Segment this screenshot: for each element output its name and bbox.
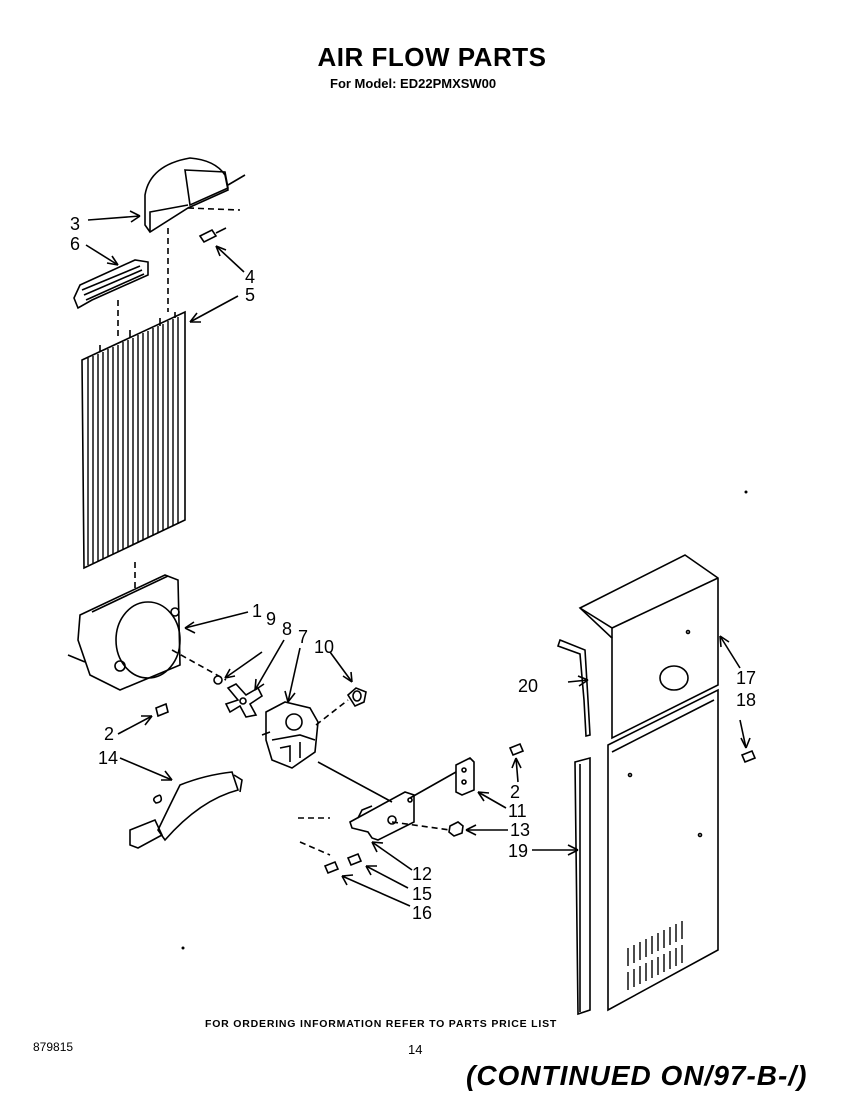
callout-8: 8 — [282, 619, 292, 639]
callout-6: 6 — [70, 234, 80, 254]
part-17-upper-panel — [578, 554, 719, 740]
part-12-bracket — [349, 791, 415, 841]
part-19-lower-panel — [607, 688, 719, 1012]
stray-dot — [744, 490, 748, 494]
leader-lines — [85, 210, 751, 907]
part-6-grille — [73, 259, 149, 310]
document-number: 879815 — [33, 1040, 74, 1054]
callout-7: 7 — [298, 627, 308, 647]
motor-bracket-line — [317, 761, 393, 803]
callout-17: 17 — [736, 668, 756, 688]
part-14-wire-harness — [129, 771, 243, 849]
part-1-fan-shroud — [67, 574, 181, 691]
part-19-side-strip — [574, 756, 591, 1016]
callout-4: 4 — [245, 267, 255, 287]
part-2-screw-left — [155, 702, 169, 718]
part-20-seal — [556, 638, 591, 738]
alignment-lines — [117, 228, 331, 856]
stray-dot — [181, 946, 185, 950]
callout-15: 15 — [412, 884, 432, 904]
part-2-screw-right — [508, 742, 525, 757]
bracket-line — [409, 771, 457, 799]
callout-16: 16 — [412, 903, 432, 923]
callout-10: 10 — [314, 637, 334, 657]
callout-14: 14 — [98, 748, 118, 768]
part-11-bracket — [455, 757, 475, 796]
callout-1: 1 — [252, 601, 262, 621]
callout-20: 20 — [518, 676, 538, 696]
callout-18: 18 — [736, 690, 756, 710]
part-4-screw — [198, 227, 227, 244]
part-3-duct-cover — [144, 157, 246, 234]
page-number: 14 — [408, 1042, 423, 1057]
part-8-fan-blade — [224, 683, 264, 718]
callout-2-left: 2 — [104, 724, 114, 744]
callout-3: 3 — [70, 214, 80, 234]
part-5-evaporator — [81, 310, 186, 570]
motor-grommet-line — [315, 699, 349, 726]
part-16-screw — [323, 860, 340, 875]
callout-13: 13 — [510, 820, 530, 840]
part-15-screw — [346, 852, 363, 867]
callout-5: 5 — [245, 285, 255, 305]
callout-2-right: 2 — [510, 782, 520, 802]
ordering-note: FOR ORDERING INFORMATION REFER TO PARTS … — [205, 1018, 558, 1030]
part-9-clip — [213, 675, 223, 685]
callout-19: 19 — [508, 841, 528, 861]
part-13-nut — [448, 821, 464, 837]
page-title: AIR FLOW PARTS — [317, 42, 547, 72]
callout-9: 9 — [266, 609, 276, 629]
callout-12: 12 — [412, 864, 432, 884]
part-10-grommet — [346, 687, 367, 708]
part-7-motor — [261, 701, 319, 769]
continued-note: (CONTINUED ON/97-B-/) — [466, 1060, 808, 1091]
callout-11: 11 — [508, 801, 527, 821]
model-subtitle: For Model: ED22PMXSW00 — [330, 76, 497, 91]
part-18-screw — [740, 749, 757, 764]
